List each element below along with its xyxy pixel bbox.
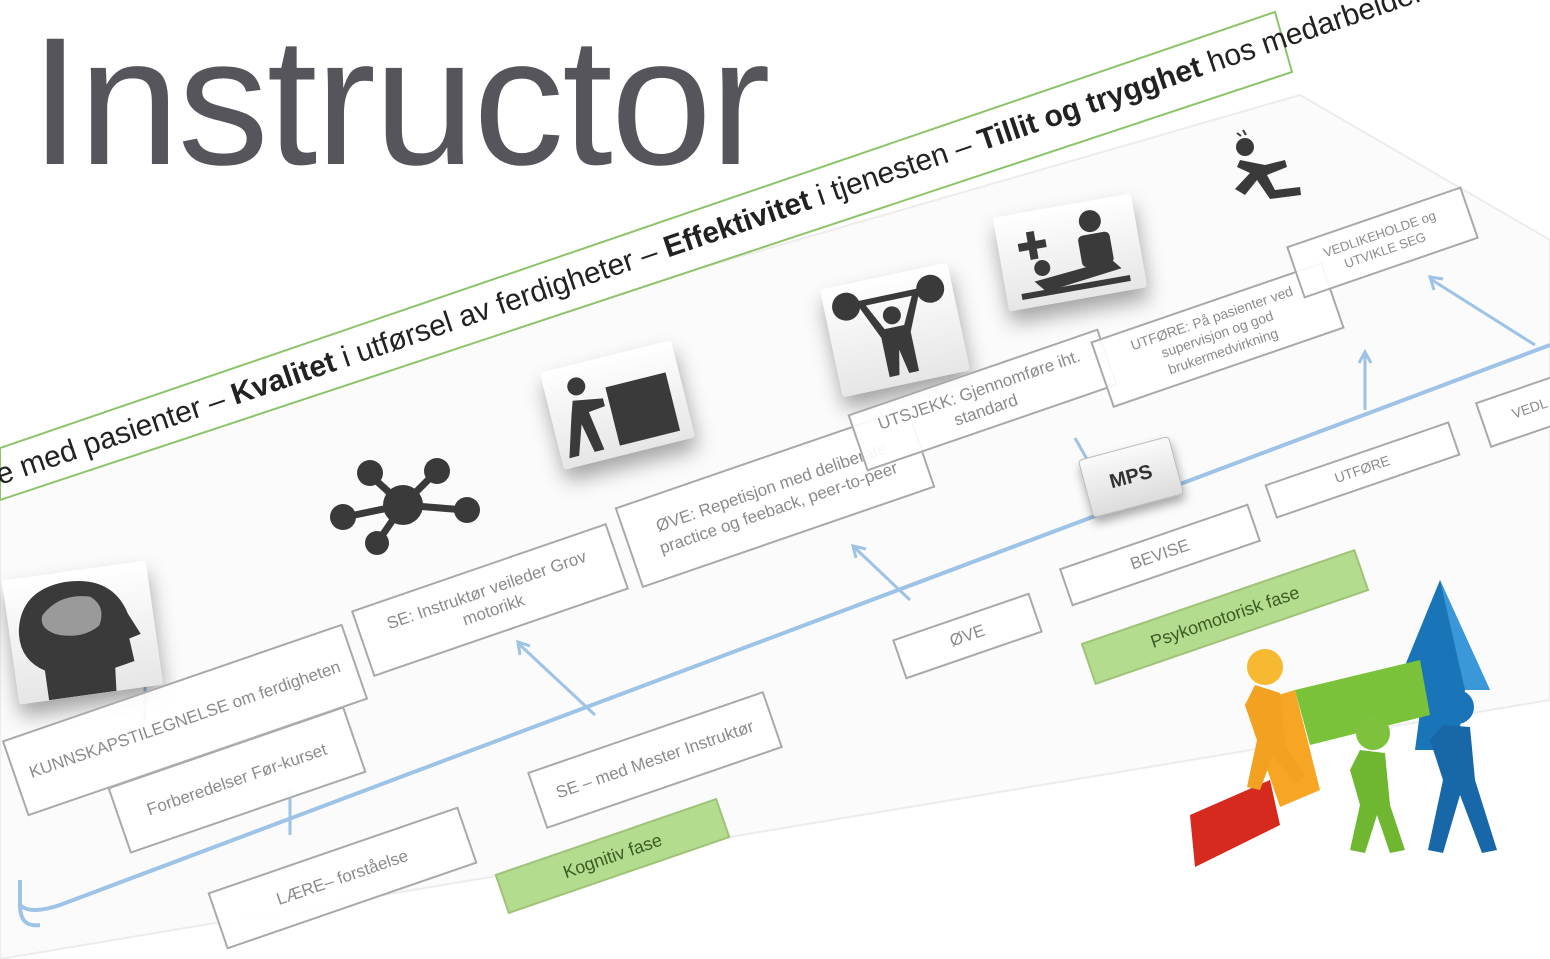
patient-care-tile	[992, 193, 1148, 312]
weightlifter-tile	[819, 262, 971, 398]
weightlifter-icon	[832, 274, 945, 378]
slip-icon	[1215, 125, 1315, 205]
page-title: Instructor	[30, 0, 771, 203]
brain-head-icon	[18, 581, 141, 701]
patient-care-icon	[1017, 210, 1131, 300]
banner-frame	[0, 10, 1294, 502]
puzzle-team-icon	[1185, 575, 1505, 875]
push-box-tile	[539, 340, 696, 470]
network-icon	[315, 455, 490, 555]
brain-head-tile	[2, 560, 163, 705]
push-box-icon	[567, 372, 681, 459]
timeline-line	[18, 343, 1550, 928]
